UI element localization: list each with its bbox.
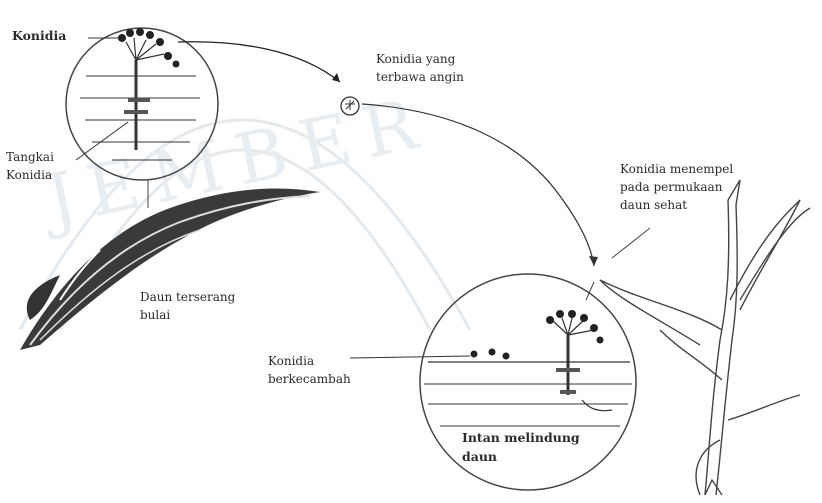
tangkai-pointer: [76, 122, 128, 160]
label-attach-line3: daun sehat: [620, 198, 687, 213]
infected-leaf: [20, 189, 320, 350]
label-tangkai-line2: Konidia: [6, 168, 52, 183]
wind-spore: [341, 97, 359, 115]
label-infected-line1: Daun terserang: [140, 290, 235, 305]
attach-pointer: [612, 228, 650, 258]
label-attach-line1: Konidia menempel: [620, 162, 733, 177]
label-germ-line2: berkecambah: [268, 372, 351, 387]
arrow-to-wind: [178, 42, 340, 82]
label-attach-line2: pada permukaan: [620, 180, 722, 195]
conidia-bottom: [471, 310, 604, 360]
magnified-circle-top: [66, 28, 218, 180]
conidiophore-top: [80, 38, 200, 160]
germ-pointer: [350, 356, 470, 358]
label-tangkai-line1: Tangkai: [6, 150, 54, 165]
label-wind-line1: Konidia yang: [376, 52, 455, 67]
leaf-tissue-bottom: [424, 318, 632, 426]
label-tissue-line2: daun: [462, 449, 497, 464]
arrow-to-plant: [362, 104, 594, 266]
label-germ-line1: Konidia: [268, 354, 314, 369]
label-infected-line2: bulai: [140, 308, 170, 323]
corn-plant: [600, 180, 810, 495]
label-konidia: Konidia: [12, 28, 66, 43]
label-tissue-line1: Intan melindung: [462, 430, 580, 445]
magnified-circle-bottom: [420, 274, 636, 490]
label-wind-line2: terbawa angin: [376, 70, 464, 85]
